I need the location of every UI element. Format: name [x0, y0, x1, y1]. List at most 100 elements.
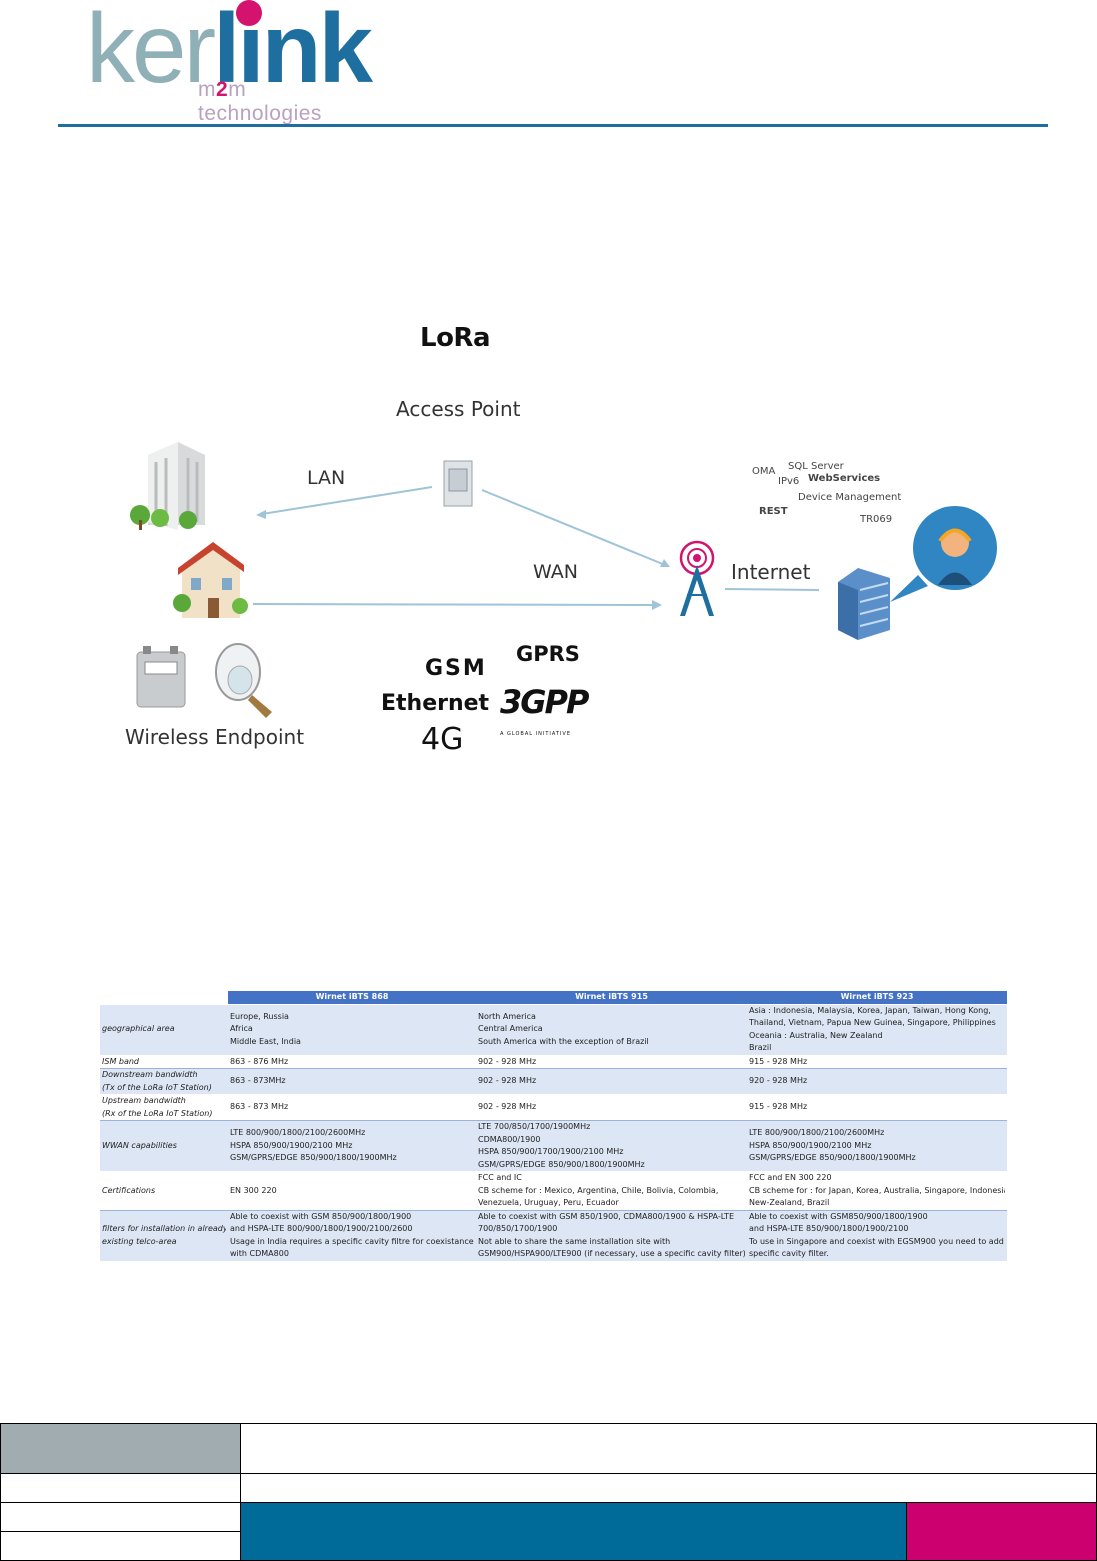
cell-line: (Tx of the LoRa IoT Station) [102, 1082, 212, 1092]
cell-line: EN 300 220 [230, 1185, 277, 1195]
logo-tagline: m2m technologies [198, 78, 322, 126]
internet-label: Internet [731, 560, 811, 584]
protocol-oma: OMA [752, 466, 776, 477]
footer-row4-left [0, 1531, 241, 1561]
cell-line: GSM/GPRS/EDGE 850/900/1800/1900MHz [230, 1153, 397, 1163]
table-cell: Able to coexist with GSM 850/1900, CDMA8… [476, 1210, 747, 1262]
header-ibts-868: Wirnet iBTS 868 [228, 991, 476, 1005]
cell-line: LTE 800/900/1800/2100/2600MHz [230, 1128, 366, 1138]
cell-line: with CDMA800 [230, 1249, 289, 1258]
cell-line: WWAN capabilities [102, 1140, 177, 1150]
ethernet-logo: Ethernet [381, 691, 490, 716]
cell-line: 902 - 928 MHz [478, 1076, 537, 1086]
cell-line: GSM/GPRS/EDGE 850/900/1800/1900MHz [478, 1159, 645, 1169]
tagline-rest: m technologies [198, 78, 322, 125]
cell-line: 915 - 928 MHz [749, 1102, 808, 1112]
office-building-icon [130, 442, 205, 530]
table-row: Downstream bandwidth (Tx of the LoRa IoT … [100, 1068, 1007, 1095]
header-cell-blank [100, 991, 228, 1005]
header-divider [58, 124, 1048, 127]
cell-line: Able to coexist with GSM 850/900/1800/19… [230, 1211, 412, 1221]
cell-line: HSPA 850/900/1900/2100 MHz [230, 1140, 353, 1150]
access-point-icon [443, 460, 473, 507]
cell-line: Middle East, India [230, 1036, 301, 1046]
cell-line: Downstream bandwidth [102, 1070, 198, 1079]
footer-row2-left [0, 1473, 241, 1503]
cell-line: GSM900/HSPA900/LTE900 (if necessary, use… [478, 1249, 745, 1258]
table-cell: 863 - 873 MHz [228, 1094, 476, 1121]
row-label-cell: geographical area [100, 1004, 228, 1056]
server-building-icon [838, 568, 890, 640]
product-comparison-table: Wirnet iBTS 868 Wirnet iBTS 915 Wirnet i… [100, 991, 1007, 1262]
row-label-cell: Upstream bandwidth (Rx of the LoRa IoT St… [100, 1094, 228, 1121]
cell-line: Upstream bandwidth [102, 1096, 186, 1105]
cell-line: 902 - 928 MHz [478, 1102, 537, 1112]
cell-line: Asia : Indonesia, Malaysia, Korea, Japan… [749, 1005, 991, 1015]
cell-line: North America [478, 1011, 536, 1021]
table-cell: 902 - 928 MHz [476, 1055, 747, 1069]
logo-dot-icon [236, 0, 262, 26]
cell-line: and HSPA-LTE 850/900/1800/1900/2100 [749, 1224, 909, 1233]
header-ibts-915: Wirnet iBTS 915 [476, 991, 747, 1005]
cell-line: Certifications [102, 1185, 156, 1195]
lan-label: LAN [307, 467, 346, 489]
row-label-cell: ISM band [100, 1055, 228, 1069]
cell-line: Not able to share the same installation … [478, 1236, 671, 1246]
cell-line: and HSPA-LTE 800/900/1800/1900/2100/2600 [230, 1224, 413, 1233]
footer-pink-band [906, 1502, 1097, 1561]
gsm-logo: GSM [425, 656, 487, 681]
table-cell: Able to coexist with GSM850/900/1800/190… [747, 1210, 1007, 1262]
table-cell: 902 - 928 MHz [476, 1068, 747, 1095]
cell-line: CB scheme for : Mexico, Argentina, Chile… [478, 1185, 719, 1195]
footer-blue-band [240, 1502, 907, 1561]
cell-line: LTE 800/900/1800/2100/2600MHz [749, 1128, 885, 1138]
cell-line: GSM/GPRS/EDGE 850/900/1800/1900MHz [749, 1153, 916, 1163]
row-label-cell: Certifications [100, 1171, 228, 1211]
network-links [252, 486, 820, 610]
table-row: WWAN capabilities LTE 800/900/1800/2100/2… [100, 1120, 1007, 1172]
cell-line: ISM band [102, 1056, 140, 1066]
cell-line: 863 - 873 MHz [230, 1102, 289, 1112]
protocol-sql: SQL Server [788, 461, 844, 472]
gprs-logo: GPRS [516, 642, 580, 666]
house-icon [173, 542, 248, 618]
protocol-tr069: TR069 [860, 514, 893, 525]
table-cell: 920 - 928 MHz [747, 1068, 1007, 1095]
cell-line: LTE 700/850/1700/1900MHz [478, 1122, 591, 1131]
operator-avatar-icon [890, 506, 997, 602]
cell-line: CB scheme for : for Japan, Korea, Austra… [749, 1185, 1005, 1195]
cell-line: Brazil [749, 1043, 772, 1052]
cell-line: South America with the exception of Braz… [478, 1036, 649, 1046]
lora-logo-text: LoRa [420, 323, 491, 353]
footer-title-cell [240, 1423, 1097, 1474]
3gpp-logo: 3GPP [500, 683, 589, 721]
cell-line: 863 - 876 MHz [230, 1056, 289, 1066]
table-cell: Able to coexist with GSM 850/900/1800/19… [228, 1210, 476, 1262]
cell-line: Venezuela, Uruguay, Peru, Ecuador [478, 1198, 619, 1207]
logo-ker-text: ker [86, 0, 216, 103]
cell-line: Thailand, Vietnam, Papua New Guinea, Sin… [749, 1018, 996, 1027]
table-row: Upstream bandwidth (Rx of the LoRa IoT St… [100, 1094, 1007, 1121]
cell-line: Central America [478, 1024, 543, 1034]
cell-line: 902 - 928 MHz [478, 1056, 537, 1066]
antenna-tower-icon [679, 540, 715, 616]
cell-line: (Rx of the LoRa IoT Station) [102, 1108, 213, 1118]
wireless-endpoint-label: Wireless Endpoint [125, 725, 305, 749]
table-cell: EN 300 220 [228, 1171, 476, 1211]
cell-line: Oceania : Australia, New Zealand [749, 1030, 883, 1040]
cell-line: geographical area [102, 1024, 175, 1034]
cell-line: Europe, Russia [230, 1011, 289, 1021]
row-label-cell: Downstream bandwidth (Tx of the LoRa IoT … [100, 1068, 228, 1095]
table-cell: Asia : Indonesia, Malaysia, Korea, Japan… [747, 1004, 1007, 1056]
table-cell: 902 - 928 MHz [476, 1094, 747, 1121]
gas-meter-icon [136, 646, 186, 708]
